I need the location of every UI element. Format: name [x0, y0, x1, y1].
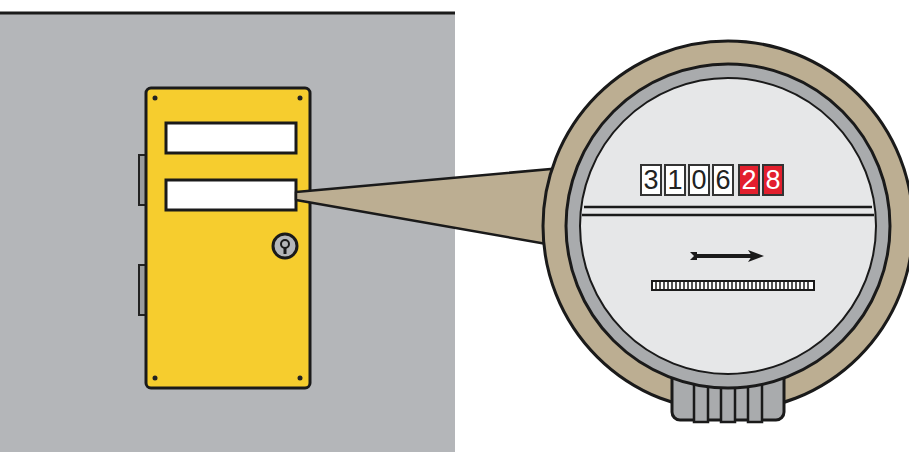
- screw: [153, 96, 158, 101]
- scale-tick: [699, 282, 701, 289]
- scale-tick: [719, 282, 721, 289]
- scale-tick: [667, 282, 669, 289]
- rotation-arrow: [690, 252, 697, 260]
- scale-tick: [767, 282, 769, 289]
- scale-tick: [731, 282, 733, 289]
- screw: [153, 376, 158, 381]
- scale-tick: [747, 282, 749, 289]
- scale-tick: [759, 282, 761, 289]
- meter-cabinet: [146, 88, 310, 388]
- scale-tick: [751, 282, 753, 289]
- scale-tick: [675, 282, 677, 289]
- scale-tick: [683, 282, 685, 289]
- scale-tick: [663, 282, 665, 289]
- scale-tick: [727, 282, 729, 289]
- scale-tick: [771, 282, 773, 289]
- counter-digit: 2: [738, 164, 760, 196]
- meter-face: [580, 78, 876, 374]
- rotation-arrow: [697, 254, 752, 258]
- meter-rim: [566, 64, 890, 388]
- scale-tick: [755, 282, 757, 289]
- scale-tick: [807, 282, 809, 289]
- scale-tick: [723, 282, 725, 289]
- counter-digit: 0: [688, 164, 710, 196]
- lock-keyhole: [281, 240, 289, 248]
- scale-tick: [687, 282, 689, 289]
- counter-digit: 1: [664, 164, 686, 196]
- rotor-scale: [652, 281, 814, 290]
- counter-digit: 8: [762, 164, 784, 196]
- scale-tick: [703, 282, 705, 289]
- scale-tick: [803, 282, 805, 289]
- counter-digit: 6: [712, 164, 734, 196]
- rotation-arrow: [748, 250, 764, 262]
- scale-tick: [763, 282, 765, 289]
- callout-wedge: [296, 168, 562, 246]
- scale-tick: [795, 282, 797, 289]
- scale-tick: [655, 282, 657, 289]
- face-divider: [582, 214, 874, 217]
- scale-tick: [799, 282, 801, 289]
- scale-tick: [783, 282, 785, 289]
- scale-tick: [691, 282, 693, 289]
- scale-tick: [659, 282, 661, 289]
- face-divider: [584, 206, 872, 209]
- lock-keyhole: [284, 248, 287, 254]
- rotor-scale-ticks: [656, 282, 808, 289]
- scale-tick: [791, 282, 793, 289]
- window-slot: [166, 123, 296, 153]
- scale-tick: [739, 282, 741, 289]
- scale-tick: [735, 282, 737, 289]
- counter-digit: 3: [640, 164, 662, 196]
- scale-tick: [671, 282, 673, 289]
- scale-tick: [715, 282, 717, 289]
- scale-tick: [707, 282, 709, 289]
- scale-tick: [679, 282, 681, 289]
- scale-tick: [743, 282, 745, 289]
- scale-tick: [787, 282, 789, 289]
- scale-tick: [775, 282, 777, 289]
- wall: [0, 12, 455, 452]
- scale-tick: [779, 282, 781, 289]
- window-slot: [166, 180, 296, 210]
- lock: [273, 234, 297, 258]
- wall-top-line: [0, 12, 455, 15]
- scale-tick: [711, 282, 713, 289]
- scale-tick: [695, 282, 697, 289]
- screw: [298, 376, 303, 381]
- magnifier-circle: [543, 41, 909, 411]
- screw: [298, 96, 303, 101]
